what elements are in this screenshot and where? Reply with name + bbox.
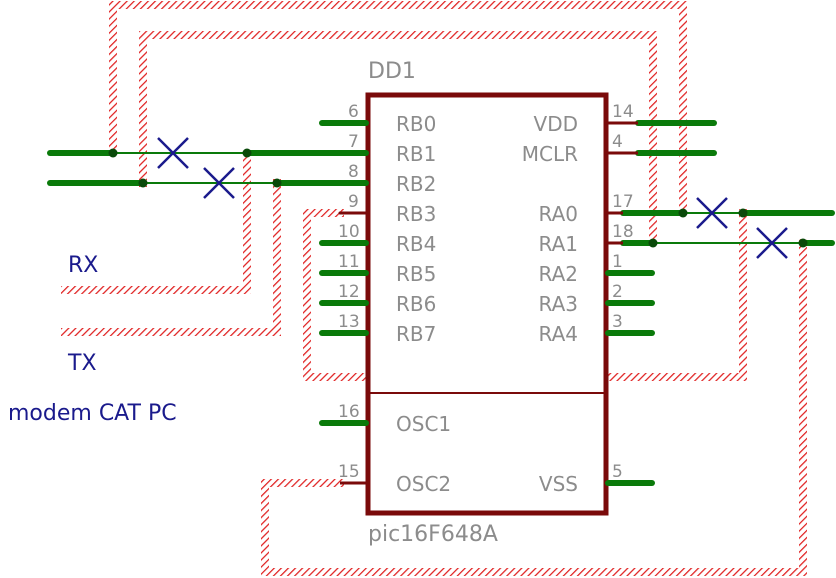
pin-number: 7 (348, 132, 359, 152)
ic-part-number: pic16F648A (368, 522, 498, 547)
cut-x-icon (203, 167, 235, 199)
bus-trace-tx (61, 179, 281, 336)
pin-number: 17 (612, 192, 634, 212)
bus-trace-osc2 (261, 239, 807, 576)
pin-number: 9 (348, 192, 359, 212)
junction-dot (678, 208, 688, 218)
left-pin-labels: 6 RB0 7 RB1 8 RB2 9 RB3 10 RB4 11 RB5 12… (338, 102, 451, 496)
cut-marks (157, 137, 788, 259)
bus-trace-rx (61, 149, 251, 294)
pin-number: 1 (612, 252, 623, 272)
signal-wires (47, 120, 835, 246)
junction-dot (798, 238, 808, 248)
net-label-tx: TX (67, 351, 97, 376)
ic-designator: DD1 (368, 59, 416, 84)
pin-number: 8 (348, 162, 359, 182)
left-pin-stubs (319, 120, 369, 485)
pin-name: RB5 (396, 262, 436, 286)
junctions (108, 148, 808, 248)
net-labels: RX TX modem CAT PC (8, 253, 177, 426)
right-pin-stubs (605, 121, 655, 486)
pin-name: RA4 (539, 322, 579, 346)
junction-dot (108, 148, 118, 158)
pin-name: RB4 (396, 232, 436, 256)
pin-number: 18 (612, 222, 634, 242)
cut-x-icon (696, 197, 728, 229)
pin-name: OSC2 (396, 472, 451, 496)
pin-number: 10 (338, 222, 360, 242)
pin-number: 3 (612, 312, 623, 332)
caption-label: modem CAT PC (8, 401, 177, 426)
pin-name: VDD (534, 112, 578, 136)
pin-name: RA2 (539, 262, 579, 286)
junction-dot (242, 148, 252, 158)
pin-name: RB6 (396, 292, 436, 316)
bus-traces (61, 1, 807, 576)
pin-name: RA0 (539, 202, 579, 226)
bus-trace-outer (109, 1, 687, 217)
pin-name: RA3 (539, 292, 579, 316)
junction-dot (738, 208, 748, 218)
pin-name: VSS (539, 472, 578, 496)
pin-number: 4 (612, 132, 623, 152)
net-label-rx: RX (68, 253, 98, 278)
pin-number: 5 (612, 462, 623, 482)
pin-name: RA1 (539, 232, 579, 256)
junction-dot (272, 178, 282, 188)
pin-number: 11 (338, 252, 360, 272)
pin-name: OSC1 (396, 412, 451, 436)
pin-number: 6 (348, 102, 359, 122)
pin-number: 16 (338, 402, 360, 422)
pin-number: 12 (338, 282, 360, 302)
pin-name: RB3 (396, 202, 436, 226)
right-pin-labels: 14 VDD 4 MCLR 17 RA0 18 RA1 1 RA2 2 RA3 … (522, 102, 634, 496)
junction-dot (648, 238, 658, 248)
pin-number: 14 (612, 102, 634, 122)
pin-name: RB7 (396, 322, 436, 346)
pin-name: RB2 (396, 172, 436, 196)
pin-number: 13 (338, 312, 360, 332)
cut-x-icon (756, 227, 788, 259)
pin-number: 15 (338, 462, 360, 482)
pin-name: MCLR (522, 142, 578, 166)
pin-number: 2 (612, 282, 623, 302)
pin-name: RB0 (396, 112, 436, 136)
junction-dot (138, 178, 148, 188)
bus-trace-rb3 (303, 209, 747, 381)
pin-name: RB1 (396, 142, 436, 166)
cut-x-icon (157, 137, 189, 169)
bus-trace-inner (139, 31, 657, 247)
